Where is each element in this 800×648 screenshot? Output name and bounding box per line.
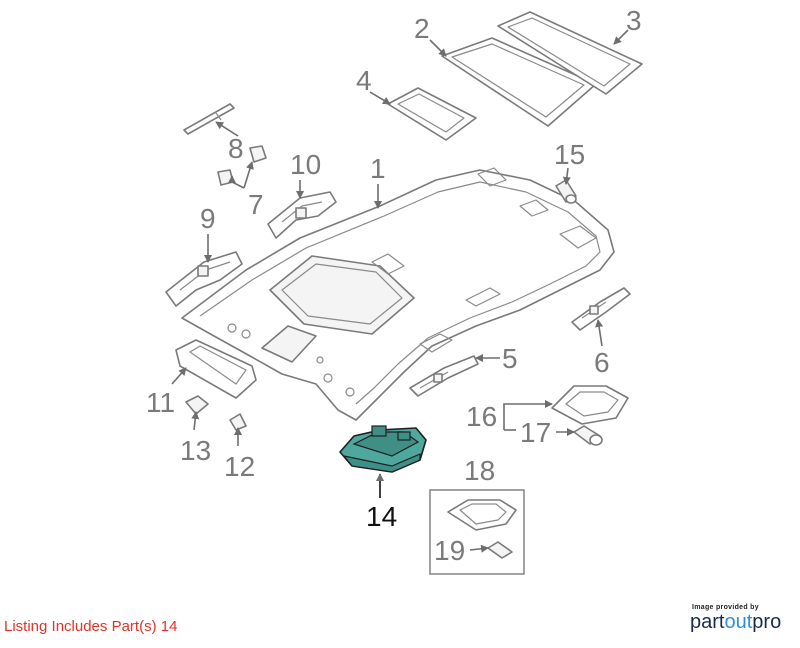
map-lamp-part-14 [339,425,427,473]
sunroof-seal-part-4 [387,87,477,141]
logo-text-out: out [724,611,753,633]
logo-text-pro: pro [752,611,782,633]
callout-9: 9 [200,203,216,234]
callout-11: 11 [146,387,175,418]
leader-lines [171,29,629,553]
callout-16: 16 [466,401,497,432]
callout-labels: 1 2 3 4 5 6 7 8 9 10 11 12 13 14 15 16 1… [146,5,642,566]
provider-credit: Image provided by partoutpro [690,604,794,633]
callout-15: 15 [554,139,585,170]
callout-4: 4 [356,65,372,96]
visor-clip-part-12 [229,413,247,431]
sunshade-panel-part-3 [497,11,643,95]
sun-visor-part-11 [175,339,257,399]
part-18-detail-box [429,489,525,575]
provider-caption: Image provided by [692,604,759,611]
grab-handle-part-10 [267,191,337,239]
callout-7: 7 [248,189,264,220]
callout-17: 17 [520,417,551,448]
callout-8: 8 [228,133,244,164]
callout-18: 18 [464,455,495,486]
listing-note: Listing Includes Part(s) 14 [4,618,178,635]
partoutpro-logo: partoutpro [690,611,794,633]
callout-3: 3 [626,5,642,36]
callout-5: 5 [502,343,518,374]
callout-10: 10 [290,149,321,180]
bulb-part-17 [573,425,603,446]
trim-strip-part-8 [183,103,235,135]
overhead-console-part-16 [551,385,629,425]
callout-6: 6 [594,347,610,378]
clip-part-15 [555,179,577,204]
grab-handle-part-5 [409,355,479,397]
headliner-part-1 [181,167,615,421]
visor-holder-part-13 [185,395,209,415]
logo-text-part: part [690,611,725,633]
callout-19: 19 [434,535,465,566]
callout-12: 12 [224,451,255,482]
callout-2: 2 [414,13,430,44]
callout-14: 14 [366,501,397,532]
grab-handle-part-6 [571,287,631,331]
callout-13: 13 [180,435,211,466]
callout-1: 1 [370,153,386,184]
